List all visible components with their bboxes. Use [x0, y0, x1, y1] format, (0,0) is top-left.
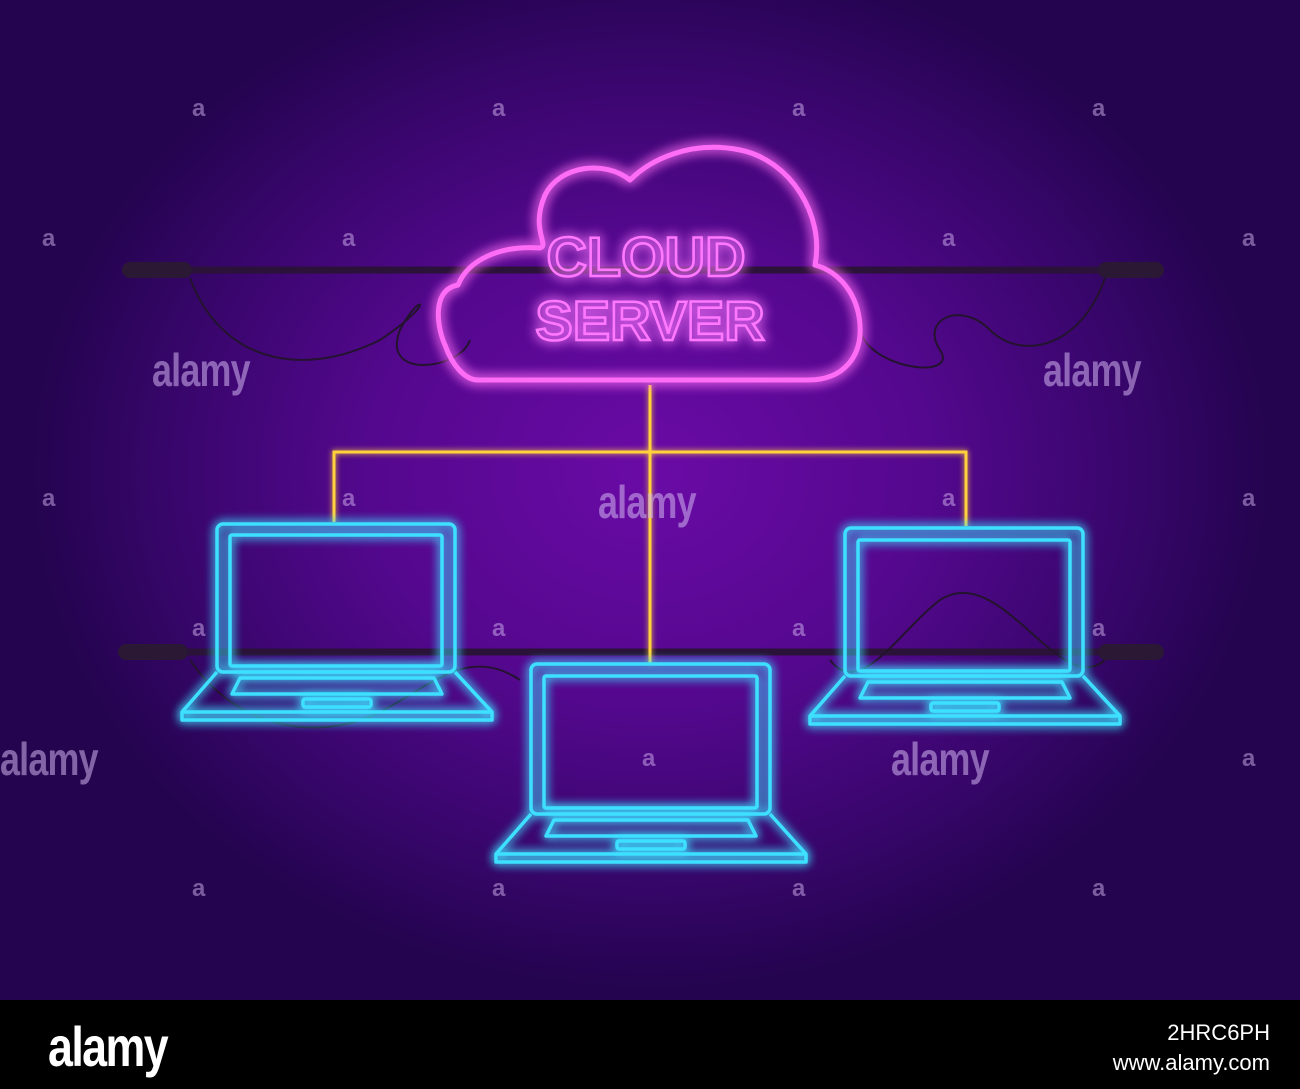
watermark-text: alamy: [891, 733, 990, 785]
watermark-text: alamy: [0, 733, 99, 785]
alamy-logo: alamy: [48, 1015, 169, 1078]
watermark-mark: a: [1242, 745, 1256, 772]
cloud-title-line2: SERVER: [535, 289, 764, 352]
diagram-canvas: CLOUD SERVER ala: [0, 0, 1300, 1000]
watermark-mark: a: [792, 615, 806, 642]
watermark-mark: a: [192, 95, 206, 122]
watermark-mark: a: [1092, 615, 1106, 642]
watermark-text: alamy: [1043, 344, 1142, 396]
connector-lines: [332, 385, 968, 664]
image-id: 2HRC6PH: [1167, 1020, 1270, 1045]
cloud-icon: [435, 144, 863, 383]
laptop-center: [494, 662, 808, 864]
cloud-label: CLOUD SERVER: [534, 224, 766, 354]
watermark-mark: a: [42, 225, 56, 252]
watermark-mark: a: [492, 95, 506, 122]
watermark-mark: a: [1092, 95, 1106, 122]
site-url: www.alamy.com: [1112, 1050, 1270, 1075]
watermark-mark: a: [342, 225, 356, 252]
watermark-mark: a: [492, 875, 506, 902]
watermark-mark: a: [792, 875, 806, 902]
watermark-mark: a: [642, 745, 656, 772]
watermark-mark: a: [1242, 225, 1256, 252]
watermark-mark: a: [942, 225, 956, 252]
watermark-mark: a: [192, 875, 206, 902]
watermark-text: alamy: [598, 476, 697, 528]
mounting-rods: [118, 262, 1164, 660]
cloud-title-line1: CLOUD: [546, 225, 745, 288]
watermark-mark: a: [342, 485, 356, 512]
watermark-mark: a: [942, 485, 956, 512]
watermark-mark: a: [1092, 875, 1106, 902]
watermark-mark: a: [492, 615, 506, 642]
laptop-right: [808, 526, 1122, 726]
footer-bar: alamy 2HRC6PH www.alamy.com: [0, 1000, 1300, 1089]
watermark-text: alamy: [152, 344, 251, 396]
image-credit: 2HRC6PH www.alamy.com: [1113, 1018, 1270, 1078]
watermark-mark: a: [792, 95, 806, 122]
watermark-mark: a: [192, 615, 206, 642]
watermark-mark: a: [1242, 485, 1256, 512]
watermark-mark: a: [42, 485, 56, 512]
laptop-left: [180, 522, 494, 722]
network-diagram: CLOUD SERVER: [118, 144, 1164, 864]
